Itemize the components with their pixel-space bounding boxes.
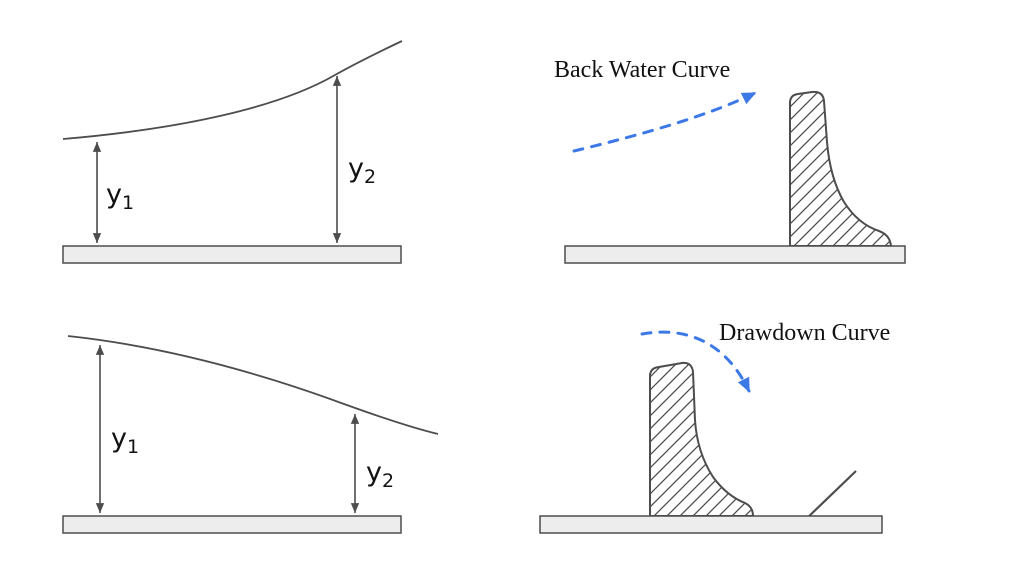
drawdown-flow-arrow	[640, 330, 751, 393]
drawdown-curve-title: Drawdown Curve	[719, 320, 890, 346]
weir-hatched-section	[789, 90, 892, 247]
channel-bed	[539, 515, 883, 534]
profile-drawdown-depths: y1 y2	[62, 335, 439, 534]
depth-label-y2: y2	[366, 457, 394, 492]
rising-water-surface-curve	[62, 40, 403, 140]
depth-label-y1: y1	[111, 423, 139, 458]
falling-water-surface-curve	[67, 335, 439, 435]
profile-backwater-depths: y1 y2	[62, 40, 403, 264]
scene-backwater-weir: Back Water Curve	[554, 57, 906, 264]
backwater-flow-arrow	[572, 91, 757, 153]
channel-bed	[62, 245, 402, 264]
weir-hatched-section	[649, 361, 754, 517]
channel-bed	[564, 245, 906, 264]
channel-bed	[62, 515, 402, 534]
backwater-curve-title: Back Water Curve	[554, 57, 730, 83]
depth-label-y1: y1	[106, 179, 134, 214]
scene-drawdown-weir: Drawdown Curve	[539, 320, 890, 534]
depth-label-y2: y2	[348, 153, 376, 188]
downstream-slope-line	[803, 470, 857, 522]
